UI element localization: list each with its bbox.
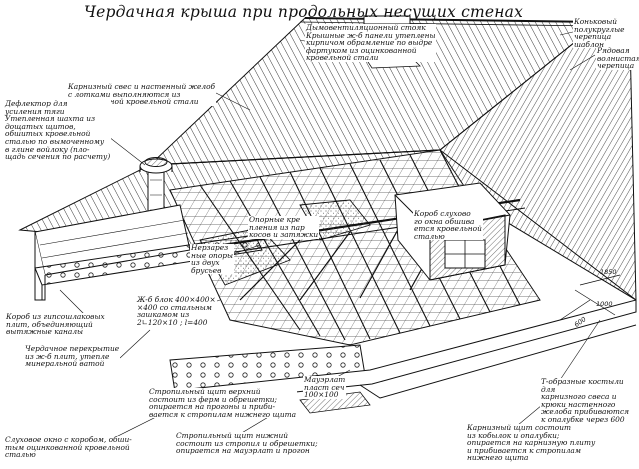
eave-panel-label: Карнизный щит состоит из кобылок и опалу… (466, 423, 597, 463)
lower-panel-label: Стропильный щит нижний состоит из стропи… (175, 431, 319, 456)
dormer-box-label: Короб слухово го окна обшива ется кровел… (413, 209, 483, 241)
ridge (299, 17, 601, 27)
rc-block-label: Ж-б блок 400×400× ×400 со стальным зашка… (136, 295, 217, 327)
dimension-1850: 1850 (600, 268, 617, 276)
diagram-title: Чердачная крыша при продольных несущих с… (84, 3, 524, 21)
wall-plate-label: Мауэрлат пласт сеч 100×100 (303, 375, 347, 400)
dimension-lines (559, 274, 621, 321)
dimension-1000: 1000 (596, 300, 613, 308)
attic-floor-label: Чердачное перекрытие из ж-б плит, утепле… (24, 344, 121, 369)
upper-panel-label: Стропильный щит верхний состоит из ферм … (148, 387, 298, 419)
dormer-window-label: Слуховое окно с коробом, обши- тым оцинк… (4, 435, 133, 460)
deflector-label: Дефлектор для усиления тяги Утепленная ш… (4, 99, 112, 162)
ridge-tile-label: Коньковый полукруглые черепица шаблон (573, 18, 639, 49)
vent-riser-label: Дымовентиляционный стояк Крышные ж-б пан… (305, 23, 437, 63)
diagonal-struts-label: Опорные кре пления из пар косов и затяжк… (248, 215, 320, 240)
gypsum-box-label: Короб из гипсошлаковых плит, объединяющи… (5, 312, 106, 337)
stove-stand-label: Нерзарез ные опоры из двух брусьев (190, 243, 235, 275)
row-tile-label: Рядовая волнистая черепица (596, 47, 639, 70)
t-brackets-label: Т-образные костыли для карнизного свеса … (540, 378, 639, 432)
